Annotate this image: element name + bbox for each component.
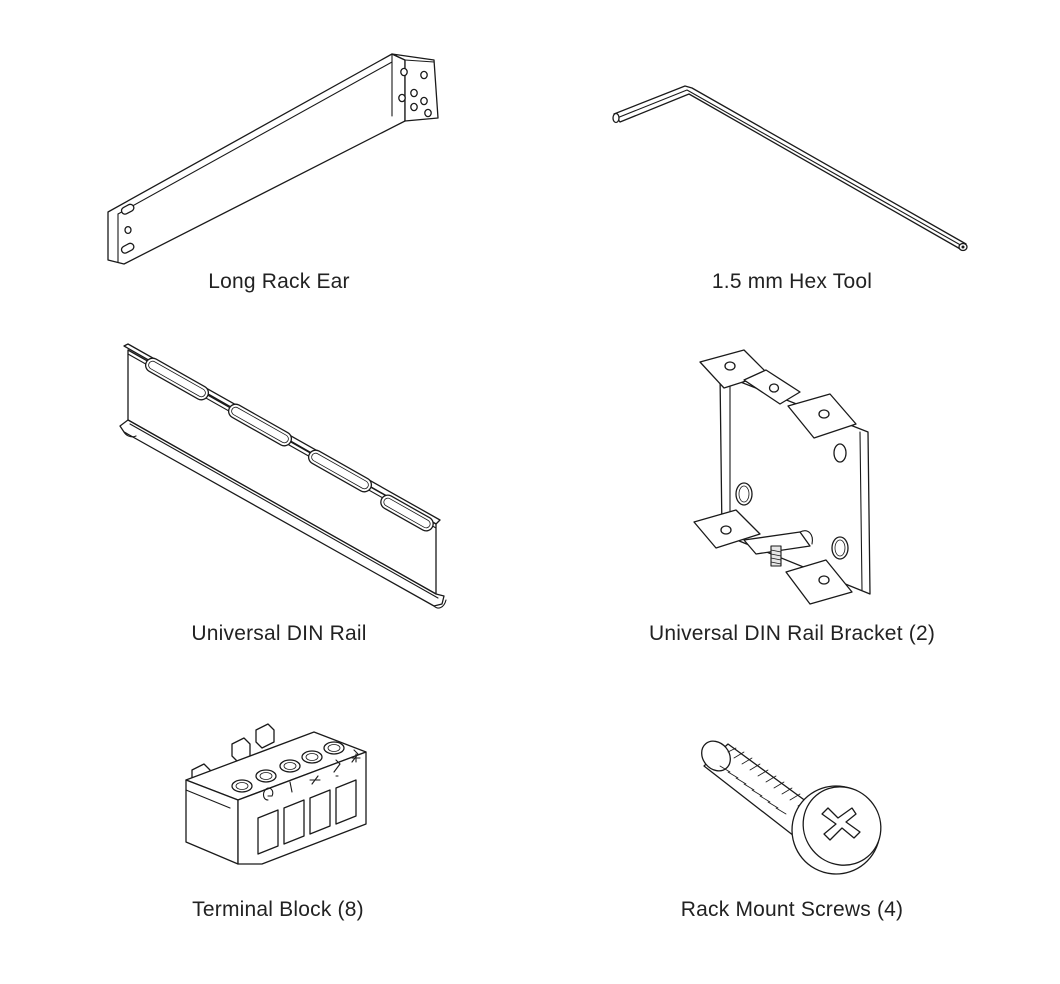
rack-screws-label: Rack Mount Screws (4) bbox=[680, 898, 904, 921]
hex-tool-label: 1.5 mm Hex Tool bbox=[711, 270, 873, 293]
din-rail-label: Universal DIN Rail bbox=[191, 622, 367, 645]
terminal-block-illustration bbox=[185, 723, 367, 865]
long-rack-ear-label: Long Rack Ear bbox=[208, 270, 350, 293]
din-rail-bracket-label: Universal DIN Rail Bracket (2) bbox=[648, 622, 936, 645]
din-rail-bracket-illustration bbox=[693, 349, 871, 605]
terminal-block-label: Terminal Block (8) bbox=[192, 898, 364, 921]
din-rail-illustration bbox=[119, 343, 447, 609]
long-rack-ear-illustration bbox=[107, 53, 439, 265]
rack-screw-illustration bbox=[701, 740, 882, 875]
hex-tool-illustration bbox=[612, 85, 968, 252]
